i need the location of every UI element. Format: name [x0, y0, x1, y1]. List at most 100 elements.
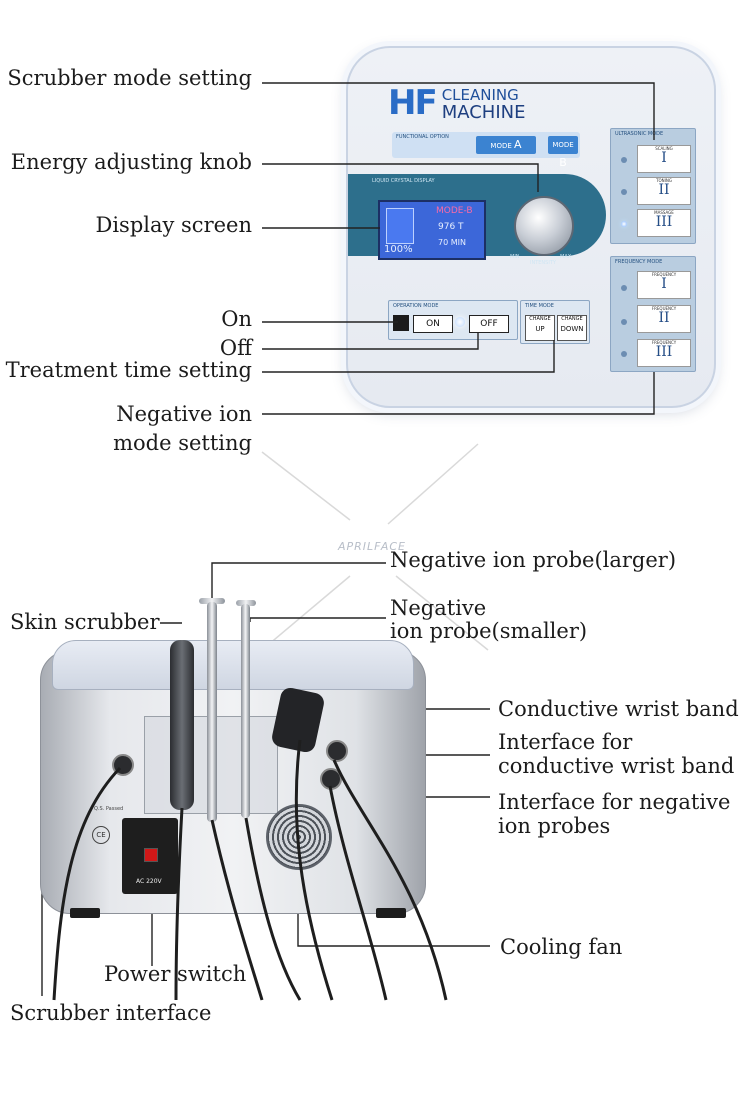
brand-logo: HF CLEANING MACHINE — [388, 86, 525, 122]
lcd-caption: LIQUID CRYSTAL DISPLAY — [372, 178, 435, 184]
time-mode-group: TIME MODE CHANGE UP CHANGE DOWN — [520, 300, 590, 344]
toning-led — [621, 189, 627, 195]
scaling-num: I — [661, 150, 667, 166]
label-negative-ion-mode-2: mode setting — [113, 431, 252, 455]
frequency-mode-caption: FREQUENCY MODE — [615, 259, 663, 265]
label-interface-probes-2: ion probes — [498, 814, 611, 838]
freq3-label: FREQUENCY — [651, 340, 677, 345]
mode-a-prefix: MODE — [490, 142, 512, 150]
small-probe[interactable] — [241, 604, 250, 818]
time-down-label: DOWN — [560, 325, 584, 333]
label-negative-ion-mode-1: Negative ion — [116, 402, 252, 426]
brand-line1: CLEANING — [441, 86, 519, 104]
frequency-2-button[interactable]: FREQUENCY II — [637, 305, 691, 333]
time-up-change: CHANGE — [529, 316, 551, 322]
label-probe-smaller-1: Negative — [390, 596, 487, 620]
massage-num: III — [655, 214, 673, 230]
cable-paths — [52, 739, 448, 1001]
mode-b-letter: B — [559, 156, 567, 169]
large-probe[interactable] — [207, 602, 217, 822]
toning-num: II — [658, 182, 670, 198]
freq2-led — [621, 319, 627, 325]
label-interface-wrist-2: conductive wrist band — [498, 754, 735, 778]
knob-intensity-label: INTENSITY — [530, 260, 556, 266]
label-interface-probes-1: Interface for negative — [498, 790, 731, 814]
on-indicator — [393, 315, 409, 331]
scaling-label: SCALING — [655, 146, 673, 151]
wrist-port-cable — [332, 759, 448, 1001]
label-display-screen: Display screen — [95, 213, 252, 237]
label-power-switch: Power switch — [104, 962, 247, 986]
lcd-time: 70 MIN — [438, 238, 466, 247]
label-off: Off — [219, 336, 252, 360]
time-down-change: CHANGE — [561, 316, 583, 322]
knob-max-label: MAX — [560, 254, 572, 260]
knob-min-label: MIN — [510, 254, 520, 260]
frequency-1-button[interactable]: FREQUENCY I — [637, 271, 691, 299]
mode-a-letter: A — [514, 138, 522, 151]
lcd-value: 976 T — [438, 222, 464, 232]
time-up-button[interactable]: CHANGE UP — [525, 315, 555, 341]
wrist-band-cable — [294, 739, 334, 1001]
toning-button[interactable]: TONING II — [637, 177, 691, 205]
time-mode-caption: TIME MODE — [525, 303, 554, 309]
brand-line2: MACHINE — [441, 102, 526, 123]
frequency-3-button[interactable]: FREQUENCY III — [637, 339, 691, 367]
frequency-mode-column: FREQUENCY MODE FREQUENCY I FREQUENCY II … — [610, 256, 696, 372]
power-switch[interactable] — [144, 848, 158, 862]
label-wrist-band: Conductive wrist band — [498, 697, 739, 721]
foot-left — [70, 908, 100, 918]
probe-port-cable — [328, 785, 388, 1001]
small-probe-tip — [236, 600, 256, 606]
ce-mark: CE — [92, 826, 110, 844]
large-probe-cable — [210, 819, 264, 1001]
massage-led — [621, 221, 627, 227]
operation-mode-caption: OPERATION MODE — [393, 303, 439, 309]
wrist-band-port[interactable] — [326, 740, 348, 762]
label-cooling-fan: Cooling fan — [500, 935, 623, 959]
mode-b-button[interactable]: MODE B — [548, 136, 578, 169]
device-top-panel — [52, 640, 414, 690]
off-button[interactable]: OFF — [469, 315, 509, 333]
brand-hf: HF — [388, 83, 438, 123]
skin-scrubber-handpiece[interactable] — [170, 640, 194, 810]
freq1-led — [621, 285, 627, 291]
foot-right — [376, 908, 406, 918]
ultrasonic-mode-column: ULTRASONIC MODE SCALING I TONING II MASS… — [610, 128, 696, 244]
label-on: On — [221, 307, 252, 331]
label-probe-larger: Negative ion probe(larger) — [390, 548, 677, 572]
power-led — [455, 317, 465, 327]
ac-label: AC 220V — [136, 878, 162, 885]
watermark: APRILFACE — [338, 540, 407, 553]
large-probe-tip — [199, 598, 225, 604]
on-button[interactable]: ON — [413, 315, 453, 333]
functional-option-bar: FUNCTIONAL OPTION MODE A MODE B — [392, 132, 580, 169]
mode-a-button[interactable]: MODE A — [476, 136, 536, 154]
scaling-button[interactable]: SCALING I — [637, 145, 691, 173]
scrubber-cable — [52, 766, 122, 1001]
label-skin-scrubber: Skin scrubber — [10, 610, 160, 634]
massage-button[interactable]: MASSAGE III — [637, 209, 691, 237]
ultrasonic-mode-caption: ULTRASONIC MODE — [615, 131, 664, 137]
functional-option-caption: FUNCTIONAL OPTION — [396, 134, 449, 140]
label-scrubber-mode: Scrubber mode setting — [7, 66, 252, 90]
time-up-label: UP — [535, 325, 545, 333]
power-socket — [122, 818, 178, 894]
label-probe-smaller-2: ion probe(smaller) — [390, 619, 588, 643]
massage-label: MASSAGE — [654, 210, 674, 215]
operation-mode-group: OPERATION MODE ON OFF — [388, 300, 518, 340]
lcd-mode: MODE-B — [436, 206, 473, 216]
freq2-label: FREQUENCY — [651, 306, 677, 311]
label-interface-wrist-1: Interface for — [498, 730, 633, 754]
mode-b-prefix: MODE — [552, 141, 574, 149]
freq3-num: III — [655, 344, 673, 360]
freq3-led — [621, 351, 627, 357]
label-energy-knob: Energy adjusting knob — [10, 150, 252, 174]
time-down-button[interactable]: CHANGE DOWN — [557, 315, 587, 341]
display-screen: 100% MODE-B 976 T 70 MIN — [378, 200, 486, 260]
small-probe-cable — [244, 817, 302, 1001]
scrubber-handpiece-cable — [174, 807, 184, 1001]
energy-knob[interactable] — [514, 196, 574, 256]
toning-label: TONING — [656, 178, 672, 183]
